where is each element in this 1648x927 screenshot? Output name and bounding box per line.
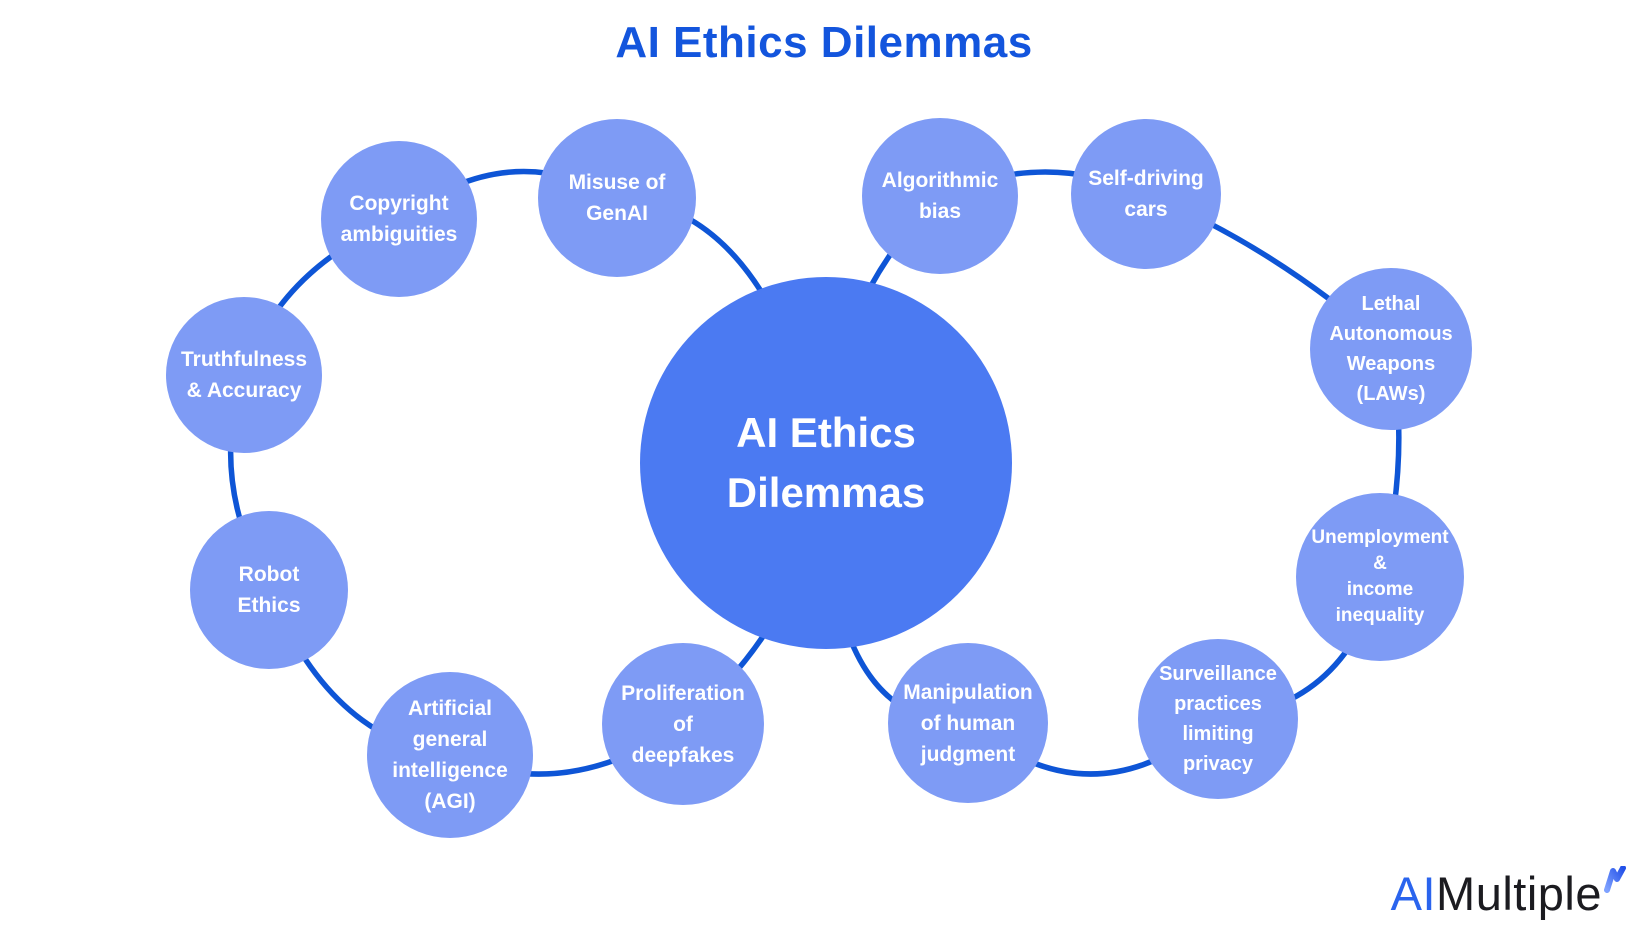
node-label-line: Copyright	[349, 192, 449, 215]
node-copyright: Copyright ambiguities	[321, 141, 477, 297]
node-label-line: Self-driving	[1088, 167, 1204, 190]
node-label-line: of	[673, 712, 693, 736]
node-label-line: &	[1373, 553, 1387, 574]
node-label-line: intelligence	[392, 759, 508, 782]
node-label-line: cars	[1124, 198, 1168, 221]
node-label-line: Proliferation	[621, 681, 745, 705]
page-title: AI Ethics Dilemmas	[615, 18, 1033, 67]
node-selfdriving: Self-driving cars	[1071, 119, 1221, 269]
node-surveillance: Surveillance practices limiting privacy	[1138, 639, 1298, 799]
node-agi: Artificial general intelligence (AGI)	[367, 672, 533, 838]
node-label-line: bias	[918, 200, 962, 223]
node-label-line: Robot	[238, 563, 300, 586]
node-proliferation: Proliferation of deepfakes	[602, 643, 764, 805]
node-misuse: Misuse of GenAI	[538, 119, 696, 277]
node-label-line: practices	[1174, 693, 1262, 715]
brand-logo-mark-icon	[1604, 866, 1626, 893]
node-label-line: Misuse of	[568, 171, 666, 194]
node-label-line: deepfakes	[631, 743, 735, 767]
node-label-line: Unemployment	[1311, 527, 1449, 548]
node-label-line: Algorithmic	[881, 169, 999, 192]
node-label-line: Ethics	[237, 594, 301, 617]
node-label-line: limiting	[1182, 723, 1254, 745]
node-label-line: (LAWs)	[1356, 383, 1426, 405]
node-manipulation: Manipulation of human judgment	[888, 643, 1048, 803]
node-label-line: judgment	[920, 742, 1016, 766]
node-label-line: ambiguities	[340, 223, 458, 246]
node-label-line: AI Ethics	[736, 409, 916, 456]
node-label-line: Autonomous	[1329, 323, 1453, 345]
node-label-line: Surveillance	[1159, 663, 1277, 685]
node-label-line: GenAI	[586, 202, 648, 225]
node-unemployment: Unemployment & income inequality	[1296, 493, 1464, 661]
node-label-line: income	[1346, 579, 1414, 600]
node-label-line: privacy	[1182, 753, 1254, 775]
node-label-line: general	[412, 728, 488, 751]
node-label-line: of human	[920, 711, 1016, 735]
node-label-line: Dilemmas	[726, 469, 926, 516]
node-algorithmic: Algorithmic bias	[862, 118, 1018, 274]
node-label-line: Truthfulness	[180, 348, 307, 371]
node-label-line: Lethal	[1361, 293, 1421, 315]
node-label-line: inequality	[1335, 605, 1425, 626]
node-label-line: & Accuracy	[186, 379, 302, 402]
node-label-line: Artificial	[407, 697, 493, 720]
node-label-line: Manipulation	[903, 680, 1033, 704]
brand-logo-ai: AI	[1390, 867, 1437, 920]
node-truthfulness: Truthfulness & Accuracy	[166, 297, 322, 453]
brand-logo-multiple: Multiple	[1436, 867, 1602, 920]
node-label-line: Weapons	[1346, 353, 1436, 375]
node-label-line: (AGI)	[424, 790, 476, 813]
